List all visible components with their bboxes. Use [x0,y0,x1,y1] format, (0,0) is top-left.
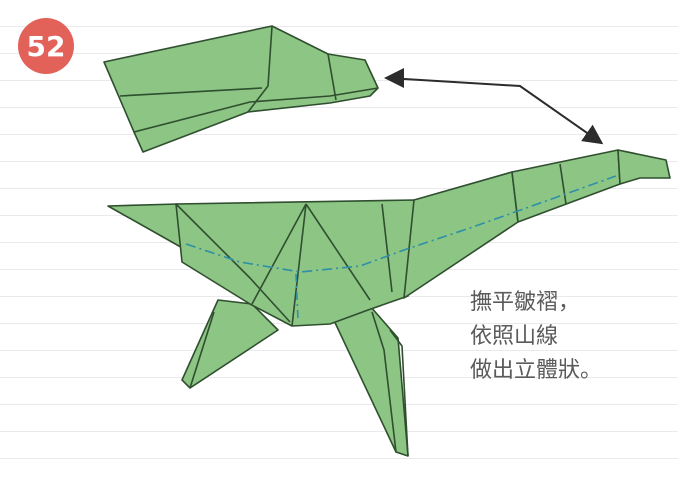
transfer-arrow-icon [384,68,604,145]
instruction-line-2: 依照山線 [470,324,559,349]
neck-detail-model [103,25,379,153]
step-number-badge: 52 [18,18,74,74]
dinosaur-model [107,149,671,457]
instruction-text: 撫平皺褶， 依照山線 做出立體狀。 [470,286,602,388]
instruction-line-1: 撫平皺褶， [470,290,581,315]
instruction-line-3: 做出立體狀。 [470,358,603,383]
step-number: 52 [26,29,66,63]
